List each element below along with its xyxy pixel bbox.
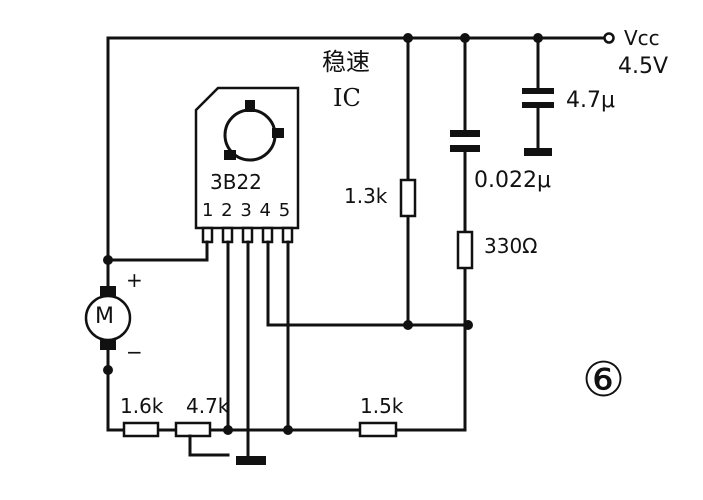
cap-4-7u-plate-top [522, 88, 554, 94]
resistor-1-5k-label: 1.5k [360, 394, 404, 418]
junction-bottom-2 [283, 425, 293, 435]
resistor-330 [456, 230, 474, 270]
resistor-330-label: 330Ω [484, 234, 538, 258]
vcc-label: Vcc [624, 26, 660, 50]
ic-pin-numbers: 1 2 3 4 5 [202, 200, 292, 221]
ic-pin-1 [201, 226, 214, 244]
ic-pin-3 [241, 226, 254, 244]
vcc-terminal [603, 32, 615, 44]
wire-pin4 [266, 240, 470, 327]
wire-pin1 [106, 240, 209, 262]
ic-tab-top [245, 100, 255, 112]
ic-tab-right [272, 128, 284, 138]
wire-pot-wiper [188, 434, 230, 457]
ic-part-number: 3B22 [210, 170, 262, 194]
junction-top-2 [460, 33, 470, 43]
resistor-1-6k [122, 421, 160, 438]
junction-mid-2 [463, 320, 473, 330]
ic-title: IC [333, 84, 361, 112]
junction-motor-minus [103, 365, 113, 375]
ic-tab-left [224, 150, 236, 160]
cap-4-7u-ground [524, 148, 552, 156]
resistor-1-5k [358, 421, 398, 438]
junction-bottom-1 [223, 425, 233, 435]
motor-label: M [95, 304, 114, 329]
vcc-voltage: 4.5V [618, 54, 669, 79]
figure-number: ⑥ [582, 352, 626, 408]
resistor-1-6k-label: 1.6k [120, 394, 164, 418]
cap-4-7u-plate-bottom [522, 102, 554, 108]
ic-pin-4 [261, 226, 274, 244]
potentiometer-4-7k [174, 421, 212, 438]
resistor-1-3k-label: 1.3k [344, 184, 388, 208]
motor-plus-label: + [126, 268, 143, 292]
junction-top-1 [403, 33, 413, 43]
ic-pin-5 [281, 226, 294, 244]
ic-title-cn: 稳速 [322, 48, 370, 76]
junction-mid-1 [403, 320, 413, 330]
ground-symbol [236, 456, 266, 465]
cap-0-022-plate-bottom [450, 145, 480, 152]
cap-0-022u-label: 0.022μ [474, 168, 551, 193]
pot-4-7k-label: 4.7k [186, 394, 230, 418]
junction-top-3 [533, 33, 543, 43]
motor-brush-bottom [100, 340, 116, 350]
motor-brush-top [100, 286, 116, 296]
motor-minus-label: − [126, 340, 143, 364]
cap-4-7u-label: 4.7μ [566, 88, 615, 113]
resistor-1-3k [399, 178, 417, 218]
cap-0-022-plate-top [450, 130, 480, 137]
ic-pin-2 [221, 226, 234, 244]
